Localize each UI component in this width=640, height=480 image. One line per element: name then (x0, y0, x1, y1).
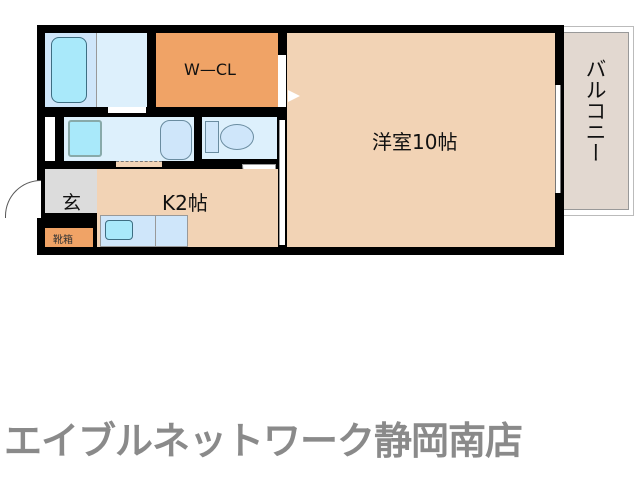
front-door[interactable] (5, 180, 41, 218)
balcony (563, 32, 629, 210)
washroom-door[interactable] (116, 161, 162, 167)
entrance (45, 169, 97, 213)
balcony-window (555, 85, 561, 193)
bath-area (97, 33, 147, 107)
entrance-label: 玄 (62, 192, 82, 214)
balcony-label: バルコニー (583, 58, 607, 163)
closet-door[interactable] (278, 55, 286, 107)
kitchen-label: K2帖 (162, 191, 208, 215)
storage (45, 117, 55, 161)
toilet-tank (205, 121, 219, 153)
western-room-label: 洋室10帖 (372, 130, 458, 154)
walk-in-closet (156, 33, 278, 107)
shoe-box (45, 228, 93, 247)
bathtub (51, 37, 87, 103)
room-door[interactable] (279, 120, 285, 245)
sink (105, 220, 133, 240)
company-name: エイブルネットワーク静岡南店 (4, 419, 523, 463)
bath-door[interactable] (108, 107, 146, 113)
door-arrow-icon (288, 90, 300, 102)
toilet-bowl (220, 124, 254, 150)
walk-in-closet-label: W—CL (184, 60, 236, 79)
washing-machine (68, 120, 102, 157)
kitchen-divider (155, 215, 156, 247)
floor-plan: バルコニー 洋室10帖 W—CL K2帖 玄 靴箱 (5, 25, 634, 255)
shoe-box-label: 靴箱 (53, 235, 73, 246)
western-room (287, 33, 555, 247)
wash-basin (160, 120, 192, 160)
